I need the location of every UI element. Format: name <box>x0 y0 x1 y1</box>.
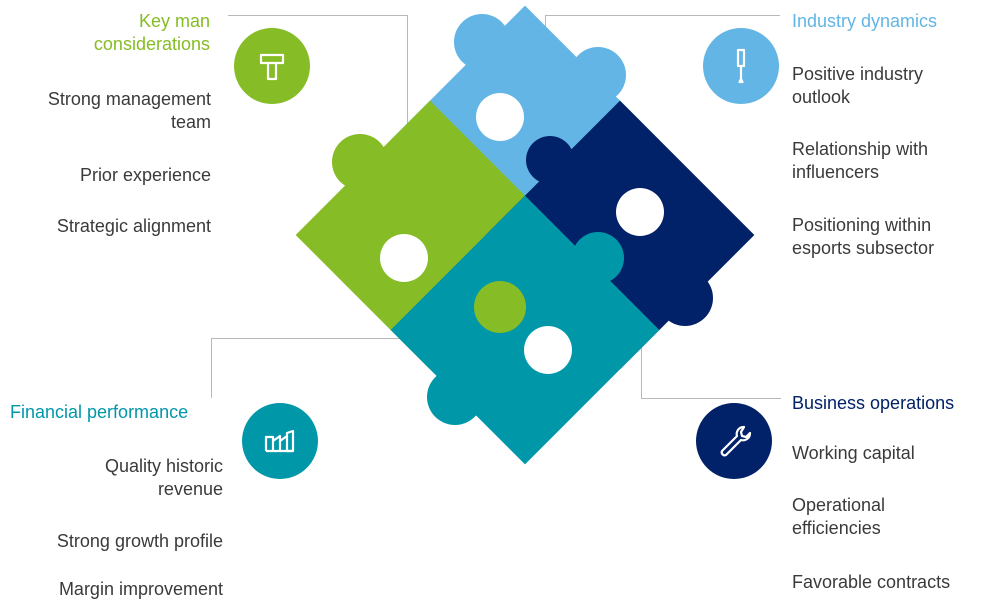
financial-item-2: Strong growth profile <box>56 531 223 551</box>
industry-item-2-line2: influencers <box>792 162 880 182</box>
key-man-title-line2: considerations <box>93 34 210 54</box>
operations-item-1: Working capital <box>792 443 915 463</box>
screwdriver-icon <box>703 28 779 104</box>
key-man-item-1-line1: Strong management <box>47 89 211 109</box>
industry-item-1: Positive industry outlook <box>792 63 982 109</box>
industry-item-3: Positioning within esports subsector <box>792 214 982 260</box>
key-man-item-3: Strategic alignment <box>56 216 211 236</box>
financial-item-1: Quality historic revenue <box>10 455 223 501</box>
connector-line-financial-vertical <box>211 338 212 398</box>
key-man-item-1-line2: team <box>170 112 211 132</box>
key-man-title-line1: Key man <box>138 11 210 31</box>
connector-line-financial <box>211 338 441 339</box>
connector-line-industry <box>545 15 780 16</box>
operations-title: Business operations <box>792 393 955 413</box>
industry-item-2: Relationship with influencers <box>792 138 982 184</box>
connector-line-key-man <box>228 15 408 16</box>
industry-item-1-line2: outlook <box>792 87 851 107</box>
industry-item-2-line1: Relationship with <box>792 139 929 159</box>
operations-item-3: Favorable contracts <box>792 572 951 592</box>
industry-item-1-line1: Positive industry <box>792 64 924 84</box>
factory-icon <box>242 403 318 479</box>
financial-title: Financial performance <box>10 402 189 422</box>
connector-line-key-man-vertical <box>407 15 408 155</box>
financial-item-1-line2: revenue <box>157 479 223 499</box>
key-man-title: Key man considerations <box>20 10 210 56</box>
key-man-item-2: Prior experience <box>79 165 211 185</box>
industry-item-3-line1: Positioning within <box>792 215 932 235</box>
wrench-icon <box>696 403 772 479</box>
industry-item-3-line2: esports subsector <box>792 238 935 258</box>
industry-title: Industry dynamics <box>792 11 938 31</box>
connector-line-operations <box>641 398 781 399</box>
connector-line-operations-vertical <box>641 310 642 398</box>
financial-item-3: Margin improvement <box>58 579 223 599</box>
operations-item-2-line1: Operational <box>792 495 886 515</box>
operations-item-2: Operational efficiencies <box>792 494 982 540</box>
operations-item-2-line2: efficiencies <box>792 518 881 538</box>
puzzle-piece-teal <box>390 195 660 465</box>
key-man-item-1: Strong management team <box>10 88 211 134</box>
hammer-icon <box>234 28 310 104</box>
financial-item-1-line1: Quality historic <box>104 456 223 476</box>
